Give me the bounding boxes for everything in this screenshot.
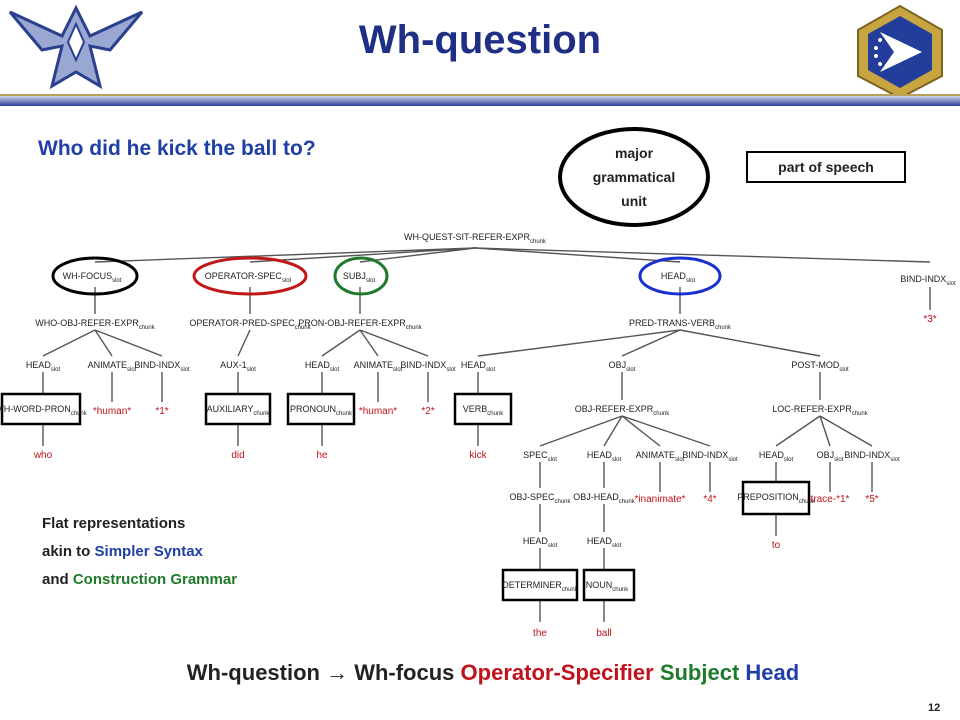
pron-obj-refer-expr-label: PRON-OBJ-REFER-EXPRchunk — [298, 318, 423, 331]
aux-1-label: AUX-1slot — [220, 360, 256, 373]
bind-3-value: *3* — [923, 314, 936, 325]
auxiliary-label: AUXILIARYchunk — [207, 404, 271, 417]
obj-spec-label: OBJ-SPECchunk — [509, 492, 571, 505]
star-2-value: *2* — [421, 406, 434, 417]
head-4-label: HEADslot — [461, 360, 496, 373]
head-3-label: HEADslot — [305, 360, 340, 373]
animate-3-label: ANIMATEslot — [354, 360, 403, 373]
star-5-value: *5* — [865, 494, 878, 505]
header-divider-accent — [0, 94, 960, 96]
legend-major-grammatical-unit: major grammatical unit — [558, 127, 710, 227]
loc-refer-expr-label: LOC-REFER-EXPRchunk — [772, 404, 869, 417]
animate-5-label: ANIMATEslot — [636, 450, 685, 463]
human-1-value: *human* — [93, 406, 131, 417]
word-who: who — [33, 450, 53, 461]
bind-indx-5-label: BIND-INDXslot — [682, 450, 738, 463]
obj-l-label: OBJslot — [817, 450, 844, 463]
verb-box — [453, 392, 513, 426]
word-he: he — [316, 450, 328, 461]
spec-label: SPECslot — [523, 450, 557, 463]
word-kick: kick — [469, 450, 487, 461]
animate-1-label: ANIMATEslot — [88, 360, 137, 373]
wh-focus-label: WH-FOCUSslot — [63, 271, 122, 284]
determiner-box — [501, 568, 579, 602]
obj-4-label: OBJslot — [609, 360, 636, 373]
word-the: the — [533, 628, 547, 639]
head-label: HEADslot — [661, 271, 696, 284]
wh-word-pron-box — [0, 392, 82, 426]
preposition-box — [741, 480, 811, 516]
pred-trans-verb-label: PRED-TRANS-VERBchunk — [629, 318, 732, 331]
inanimate-value: *inanimate* — [634, 494, 685, 505]
example-question: Who did he kick the ball to? — [38, 137, 316, 160]
legend-ellipse-line-2: grammatical — [592, 169, 676, 185]
head-s-label: HEADslot — [523, 536, 558, 549]
bind-indx-top-label: BIND-INDXslot — [900, 274, 956, 287]
slide-title: Wh-question — [358, 18, 602, 62]
star-1-value: *1* — [155, 406, 168, 417]
operator-specifier-term: Operator-Specifier — [460, 660, 654, 685]
simpler-syntax-highlight: Simpler Syntax — [94, 543, 203, 560]
flat-note-line-2: akin to Simpler Syntax — [42, 543, 203, 560]
wh-focus-ellipse — [51, 256, 139, 296]
subj-label: SUBJslot — [343, 271, 376, 284]
wh-question-rule: Wh-question → Wh-focus Operator-Specifie… — [186, 660, 800, 685]
verb-label: VERBchunk — [463, 404, 505, 417]
noun-label: NOUNchunk — [586, 580, 630, 593]
who-obj-refer-expr-label: WHO-OBJ-REFER-EXPRchunk — [35, 318, 156, 331]
head-term: Head — [739, 660, 800, 685]
page-number: 12 — [928, 702, 941, 714]
word-ball: ball — [596, 628, 612, 639]
header-divider — [0, 96, 960, 106]
word-to: to — [772, 540, 781, 551]
obj-refer-expr-label: OBJ-REFER-EXPRchunk — [575, 404, 671, 417]
legend-ellipse-line-1: major — [614, 145, 654, 161]
air-force-wings-logo — [8, 4, 144, 90]
bind-indx-3-label: BIND-INDXslot — [400, 360, 456, 373]
noun-box — [582, 568, 636, 602]
bind-indx-l-label: BIND-INDXslot — [844, 450, 900, 463]
pronoun-label: PRONOUNchunk — [290, 404, 353, 417]
auxiliary-box — [204, 392, 272, 426]
head-1-label: HEADslot — [26, 360, 61, 373]
air-force-research-laboratory-seal — [857, 4, 943, 100]
flat-representation-note: Flat representations akin to Simpler Syn… — [42, 510, 237, 594]
pronoun-box — [286, 392, 356, 426]
head-l-label: HEADslot — [759, 450, 794, 463]
subject-ellipse — [333, 256, 389, 296]
star-4-value: *4* — [703, 494, 716, 505]
head-ellipse — [638, 256, 722, 296]
legend-ellipse-line-3: unit — [621, 193, 647, 209]
human-3-value: *human* — [359, 406, 397, 417]
tree-edges — [42, 247, 931, 622]
obj-head-label: OBJ-HEADchunk — [573, 492, 636, 505]
construction-grammar-highlight: Construction Grammar — [72, 571, 238, 588]
legend-part-of-speech: part of speech — [746, 151, 906, 183]
preposition-label: PREPOSITIONchunk — [737, 492, 816, 505]
operator-spec-ellipse — [192, 256, 308, 296]
part-of-speech-boxes — [0, 392, 811, 602]
bind-indx-1-label: BIND-INDXslot — [134, 360, 190, 373]
operator-spec-label: OPERATOR-SPECslot — [205, 271, 292, 284]
head-h-label: HEADslot — [587, 450, 622, 463]
head-b-label: HEADslot — [587, 536, 622, 549]
root-label: WH-QUEST-SIT-REFER-EXPRchunk — [404, 232, 547, 245]
wh-word-pron-label: WH-WORD-PRONchunk — [0, 404, 88, 417]
post-mod-label: POST-MODslot — [791, 360, 849, 373]
flat-note-line-3: and Construction Grammar — [42, 571, 238, 588]
subject-term: Subject — [653, 660, 740, 685]
flat-note-line-1: Flat representations — [42, 515, 186, 532]
determiner-label: DETERMINERchunk — [502, 580, 579, 593]
trace-value: trace-*1* — [811, 494, 850, 505]
arrow-icon: → — [326, 660, 349, 685]
operator-pred-spec-label: OPERATOR-PRED-SPECchunk — [189, 318, 311, 331]
word-did: did — [231, 450, 244, 461]
